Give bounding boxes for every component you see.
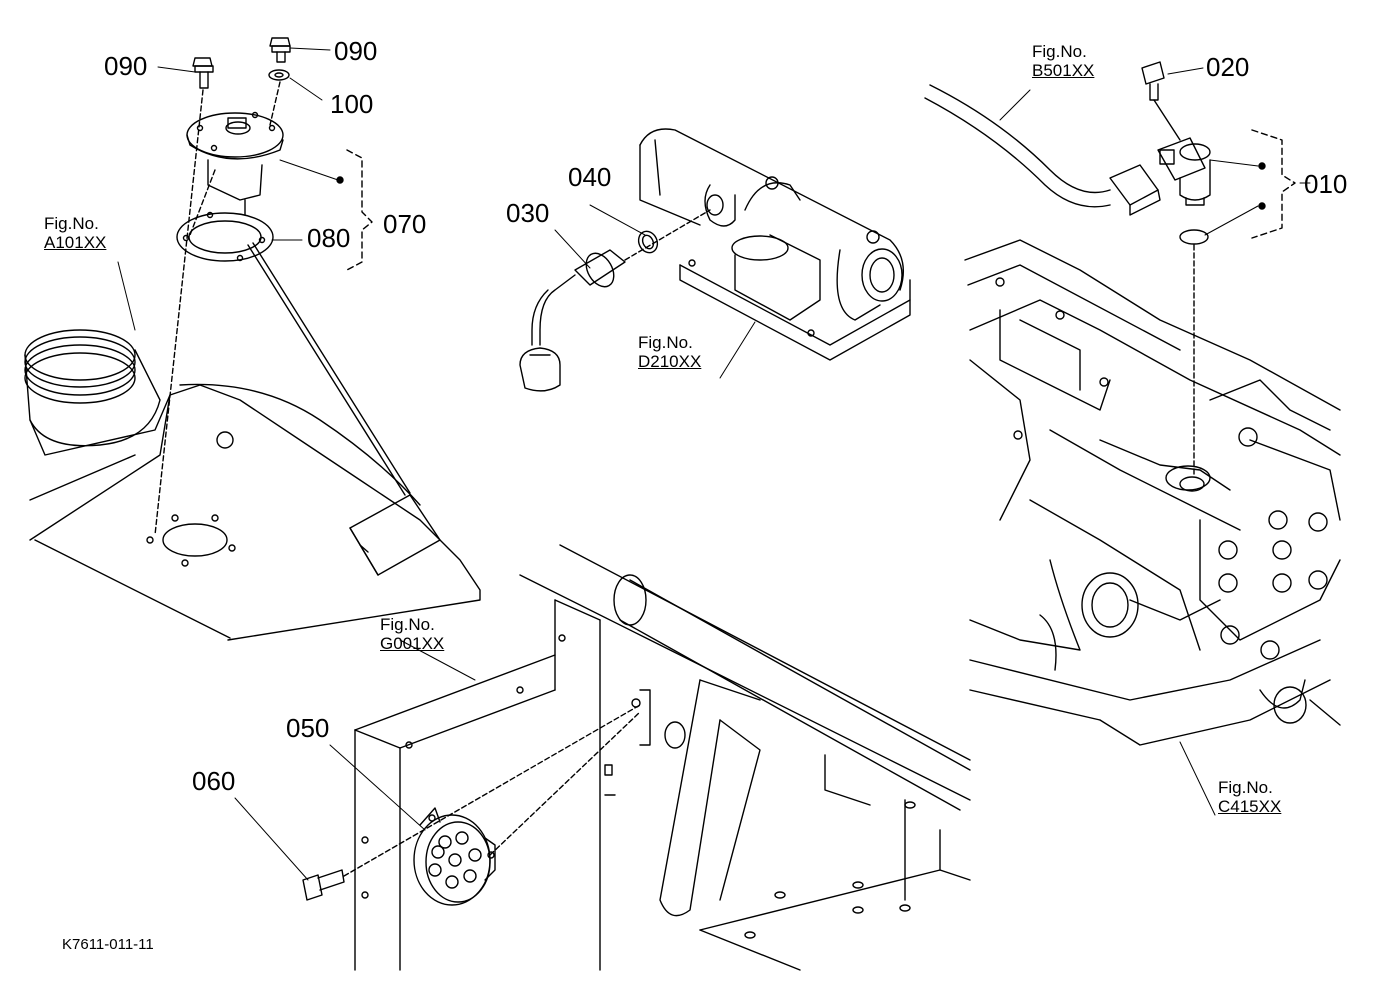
fig-ref-d210-prefix: Fig.No. bbox=[638, 333, 693, 352]
oring-sensor bbox=[1180, 230, 1208, 244]
part-label-100: 100 bbox=[330, 89, 374, 119]
oil-pressure-switch bbox=[520, 248, 625, 390]
fuel-sender-unit bbox=[187, 113, 283, 216]
item-dots bbox=[337, 163, 1265, 209]
fig-ref-b501-code: B501XX bbox=[1032, 61, 1095, 80]
fig-ref-d210-code: D210XX bbox=[638, 352, 702, 371]
fig-ref-b501-prefix: Fig.No. bbox=[1032, 42, 1087, 61]
sender-float-arm bbox=[248, 243, 440, 575]
bolt-020 bbox=[1142, 62, 1180, 140]
bracket-070 bbox=[347, 150, 372, 270]
part-label-030: 030 bbox=[506, 198, 550, 228]
oring-040 bbox=[635, 228, 661, 256]
bolt-060 bbox=[303, 870, 344, 900]
bolt-090-right bbox=[270, 38, 290, 62]
fig-ref-g001-code: G001XX bbox=[380, 634, 445, 653]
fig-ref-b501: Fig.No. B501XX bbox=[1032, 42, 1094, 80]
speed-sensor bbox=[1158, 138, 1210, 205]
drawing-id: K7611-011-11 bbox=[62, 936, 154, 953]
fig-ref-d210: Fig.No. D210XX bbox=[638, 333, 701, 371]
fig-ref-g001: Fig.No. G001XX bbox=[380, 615, 444, 653]
bracket-010 bbox=[1252, 130, 1295, 238]
fig-ref-a101-prefix: Fig.No. bbox=[44, 214, 99, 233]
part-label-070: 070 bbox=[383, 209, 427, 239]
switch-dash-line bbox=[625, 210, 710, 260]
sender-dash-lines bbox=[155, 82, 280, 535]
frame-panel bbox=[355, 600, 600, 970]
part-label-050: 050 bbox=[286, 713, 330, 743]
part-label-080: 080 bbox=[307, 223, 351, 253]
wire-harness bbox=[925, 85, 1160, 215]
fig-ref-c415-prefix: Fig.No. bbox=[1218, 778, 1273, 797]
washer-100 bbox=[269, 70, 289, 80]
fuel-tank-outline bbox=[30, 384, 480, 640]
part-label-090-right: 090 bbox=[334, 36, 378, 66]
fig-ref-a101: Fig.No. A101XX bbox=[44, 214, 106, 252]
buzzer bbox=[414, 808, 495, 905]
bolt-090-left bbox=[193, 58, 213, 88]
part-label-060: 060 bbox=[192, 766, 236, 796]
part-label-040: 040 bbox=[568, 162, 612, 192]
fig-ref-g001-prefix: Fig.No. bbox=[380, 615, 435, 634]
fig-ref-c415-code: C415XX bbox=[1218, 797, 1282, 816]
buzzer-dash-lines bbox=[344, 705, 640, 876]
part-label-010: 010 bbox=[1304, 169, 1348, 199]
leader-lines bbox=[118, 48, 1310, 880]
engine-block-housing bbox=[640, 129, 910, 360]
transmission-case bbox=[965, 240, 1340, 745]
fig-ref-a101-code: A101XX bbox=[44, 233, 107, 252]
part-label-020: 020 bbox=[1206, 52, 1250, 82]
filler-neck bbox=[25, 330, 170, 455]
fig-ref-c415: Fig.No. C415XX bbox=[1218, 778, 1281, 816]
frame-tubes bbox=[520, 545, 970, 970]
part-label-090-left: 090 bbox=[104, 51, 148, 81]
sender-gasket bbox=[177, 213, 273, 262]
tank-mount-hole bbox=[147, 432, 235, 566]
